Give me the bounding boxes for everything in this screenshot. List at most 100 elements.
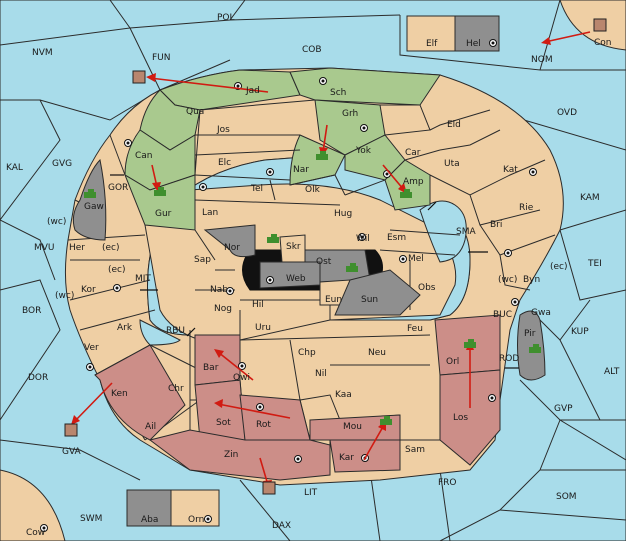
province-los[interactable] <box>439 369 501 466</box>
label-byn-ec: (ec) <box>550 262 568 272</box>
label-hil: Hil <box>252 300 264 310</box>
army-unit <box>400 189 412 198</box>
label-kor-wc: (wc) <box>55 291 74 301</box>
province-gur[interactable] <box>123 173 196 231</box>
label-con: Con <box>594 38 612 48</box>
label-swm: SWM <box>80 514 102 524</box>
label-hel: Hel <box>466 39 481 49</box>
province-gaw[interactable] <box>72 158 107 241</box>
label-byn: Byn <box>523 275 540 285</box>
connection-markers <box>110 174 519 369</box>
label-cob: COB <box>302 45 322 55</box>
label-rot: Rot <box>256 420 271 430</box>
label-neu: Neu <box>368 348 386 358</box>
label-her-wc: (wc) <box>47 217 66 227</box>
province-sot[interactable] <box>194 379 246 441</box>
label-chr: Chr <box>168 384 184 394</box>
label-amp: Amp <box>403 177 424 187</box>
label-bri: Bri <box>490 220 502 230</box>
label-kat: Kat <box>503 165 518 175</box>
label-nar: Nar <box>293 165 309 175</box>
label-gvp: GVP <box>554 404 573 414</box>
label-nil: Nil <box>315 369 327 379</box>
army-unit <box>267 234 279 243</box>
province-jad[interactable] <box>159 69 301 111</box>
army-unit <box>346 263 358 272</box>
label-gva: GVA <box>62 447 82 457</box>
label-sun: Sun <box>361 295 378 305</box>
army-unit <box>84 189 96 198</box>
label-pir: Pir <box>524 329 536 339</box>
army-unit <box>380 416 392 425</box>
label-ost: Ost <box>316 257 332 267</box>
province-nor[interactable] <box>203 224 256 258</box>
label-kor: Kor <box>81 285 96 295</box>
label-kar: Kar <box>339 453 354 463</box>
label-cow: Cow <box>26 528 45 538</box>
label-buc: BUC <box>493 310 512 320</box>
units <box>64 18 607 495</box>
label-esm: Esm <box>387 233 406 243</box>
label-som: SOM <box>556 492 577 502</box>
label-sma: SMA <box>456 227 476 237</box>
province-sun[interactable] <box>334 269 421 316</box>
label-ark: Ark <box>117 323 133 333</box>
province-qua[interactable] <box>139 89 201 151</box>
label-feu: Feu <box>407 324 423 334</box>
province-amp[interactable] <box>384 159 431 211</box>
label-can: Can <box>135 151 153 161</box>
label-lit: LIT <box>304 488 318 498</box>
label-obs: Obs <box>418 283 436 293</box>
label-byn-wc: (wc) <box>498 275 517 285</box>
province-zin[interactable] <box>148 429 331 481</box>
label-sap: Sap <box>194 255 211 265</box>
label-gwa: Gwa <box>531 308 551 318</box>
label-qwi: Qwi <box>233 373 250 383</box>
label-aba: Aba <box>141 515 158 525</box>
label-mvu: MVU <box>34 243 55 253</box>
army-unit <box>154 187 166 196</box>
label-mit: MIT <box>135 274 151 284</box>
label-kup: KUP <box>571 327 589 337</box>
label-rie: Rie <box>519 203 534 213</box>
label-ovd: OVD <box>557 108 577 118</box>
label-ken: Ken <box>111 389 128 399</box>
label-car: Car <box>405 148 421 158</box>
label-gur: Gur <box>155 209 172 219</box>
label-dor: DOR <box>28 373 48 383</box>
province-rot[interactable] <box>239 394 311 441</box>
label-mel: Mel <box>408 254 424 264</box>
label-her: Her <box>69 243 85 253</box>
label-chp: Chp <box>298 348 316 358</box>
army-unit <box>316 151 328 160</box>
label-sot: Sot <box>216 418 231 428</box>
province-elf[interactable] <box>406 15 456 52</box>
label-gor: GOR <box>108 183 128 193</box>
label-hug: Hug <box>334 209 352 219</box>
label-skr: Skr <box>286 242 301 252</box>
label-zin: Zin <box>224 450 238 460</box>
supply-centers <box>40 39 537 532</box>
province-ken[interactable] <box>94 344 186 441</box>
labels: POL NVM FUN COB NOM Con OVD KAL GVG GOR … <box>6 13 620 538</box>
label-kam: KAM <box>580 193 600 203</box>
label-uru: Uru <box>255 323 271 333</box>
label-qua: Qua <box>186 107 204 117</box>
province-sch[interactable] <box>289 67 441 106</box>
label-kor-ec: (ec) <box>108 265 126 275</box>
province-pir[interactable] <box>517 310 546 381</box>
label-elc: Elc <box>218 158 231 168</box>
label-kal: KAL <box>6 163 23 173</box>
army-unit <box>464 339 476 348</box>
label-los: Los <box>453 413 468 423</box>
label-bar: Bar <box>203 363 219 373</box>
label-nog: Nog <box>214 304 232 314</box>
fleet-unit <box>64 423 78 437</box>
province-aba[interactable] <box>126 489 172 527</box>
label-orl: Orl <box>446 357 459 367</box>
label-fun: FUN <box>152 53 171 63</box>
label-elf: Elf <box>426 39 438 49</box>
label-uta: Uta <box>444 159 460 169</box>
label-ver: Ver <box>84 343 99 353</box>
